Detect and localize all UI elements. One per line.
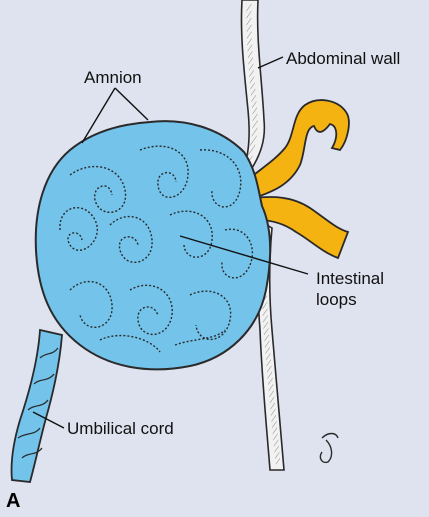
signature-mark bbox=[320, 434, 338, 463]
intestine-loop-upper bbox=[250, 100, 349, 198]
panel-letter: A bbox=[6, 490, 20, 513]
amnion-leader-right bbox=[115, 88, 148, 120]
abdominal-wall-upper bbox=[241, 0, 264, 168]
intestinal-loops-label: Intestinal loops bbox=[316, 268, 386, 310]
umbilical-cord bbox=[11, 330, 62, 482]
abdominal-wall-leader bbox=[258, 57, 283, 68]
umbilical-cord-label: Umbilical cord bbox=[67, 418, 174, 439]
abdominal-wall-label: Abdominal wall bbox=[286, 48, 400, 69]
amnion-label: Amnion bbox=[84, 67, 142, 88]
